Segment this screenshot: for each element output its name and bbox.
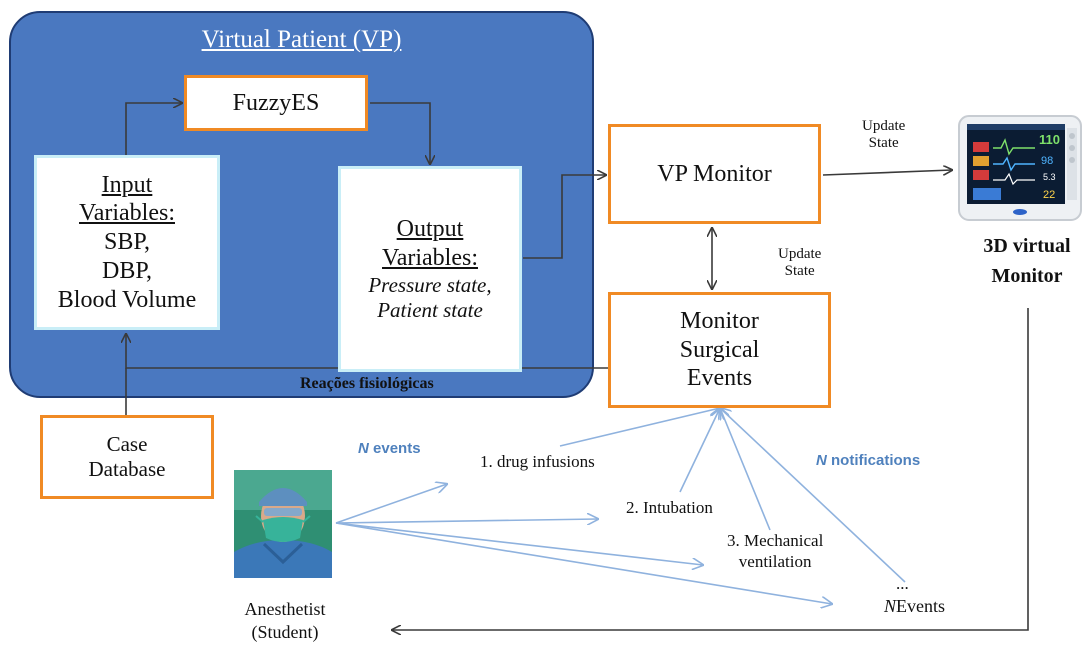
event-n-events-text: Events bbox=[896, 596, 946, 616]
3d-virtual-monitor-label: 3D virtual Monitor bbox=[968, 231, 1086, 291]
update-state-top-line-2: State bbox=[868, 135, 899, 152]
arrow-vp-monitor-to-3d-monitor bbox=[822, 170, 952, 176]
output-variables-title-1: Output bbox=[396, 216, 464, 243]
event-mechanical-line-1: 3. Mechanical bbox=[727, 531, 824, 550]
input-variables-title-2: Variables: bbox=[79, 200, 175, 227]
update-state-mid-line-1: Update bbox=[778, 246, 822, 262]
monitor-surgical-events-box: Monitor Surgical Events bbox=[608, 292, 831, 408]
input-variable-blood-volume: Blood Volume bbox=[57, 286, 197, 313]
arrow-student-to-drug-infusions bbox=[335, 484, 447, 524]
n-notifications-label: N notifications bbox=[816, 452, 920, 469]
student-line-2: (Student) bbox=[251, 622, 319, 643]
event-n-events: NEvents bbox=[884, 596, 945, 617]
monitor-events-line-1: Monitor bbox=[680, 307, 759, 334]
svg-text:110: 110 bbox=[1039, 132, 1060, 147]
n-notifications-n: N bbox=[816, 452, 827, 469]
arrow-student-to-intubation bbox=[335, 519, 598, 523]
update-state-top-label: Update State bbox=[862, 118, 905, 153]
input-variables-box: Input Variables: SBP, DBP, Blood Volume bbox=[34, 155, 220, 330]
case-database-line-1: Case bbox=[106, 431, 148, 456]
n-events-text: events bbox=[368, 440, 421, 457]
output-variables-box: Output Variables: Pressure state, Patien… bbox=[338, 166, 522, 372]
output-variable-patient-state: Patient state bbox=[377, 297, 483, 322]
fuzzy-es-label: FuzzyES bbox=[232, 89, 320, 116]
monitor-events-line-3: Events bbox=[686, 365, 753, 392]
vp-monitor-box: VP Monitor bbox=[608, 124, 821, 224]
event-ellipsis: ... bbox=[896, 574, 909, 593]
fuzzy-es-box: FuzzyES bbox=[184, 75, 368, 131]
update-state-top-line-1: Update bbox=[862, 118, 906, 134]
monitor-events-line-2: Surgical bbox=[679, 336, 760, 363]
update-state-mid-line-2: State bbox=[784, 263, 815, 280]
reacoes-fisiologicas-label: Reações fisiológicas bbox=[300, 375, 434, 392]
svg-text:5.3: 5.3 bbox=[1043, 172, 1056, 182]
arrow-input-to-fuzzy bbox=[125, 103, 182, 155]
event-mechanical-ventilation: 3. Mechanical ventilation bbox=[727, 530, 823, 573]
case-database-box: Case Database bbox=[40, 415, 214, 499]
input-variable-sbp: SBP, bbox=[103, 229, 151, 256]
arrow-student-to-mechanical-ventilation bbox=[335, 522, 703, 565]
3d-monitor-line-1: 3D virtual bbox=[983, 235, 1071, 257]
event-mechanical-line-2: ventilation bbox=[738, 552, 812, 572]
n-events-label: N events bbox=[358, 440, 421, 457]
output-variables-title-2: Variables: bbox=[382, 244, 478, 271]
output-variable-pressure-state: Pressure state, bbox=[368, 272, 492, 297]
student-line-1: Anesthetist bbox=[244, 599, 326, 619]
arrow-output-to-vp-monitor bbox=[523, 175, 606, 259]
svg-text:98: 98 bbox=[1041, 155, 1053, 167]
patient-monitor-icon: 110 98 5.3 22 bbox=[958, 115, 1082, 221]
event-intubation: 2. Intubation bbox=[626, 498, 713, 517]
n-notifications-text: notifications bbox=[826, 452, 921, 469]
arrow-fuzzy-to-output bbox=[370, 102, 430, 164]
arrow-drug-infusions-to-monitor bbox=[559, 408, 720, 447]
arrow-monitor-to-student bbox=[392, 308, 1029, 630]
3d-monitor-line-2: Monitor bbox=[991, 265, 1063, 287]
vp-title: Virtual Patient (VP) bbox=[201, 26, 402, 53]
case-database-line-2: Database bbox=[88, 457, 166, 481]
input-variable-dbp: DBP, bbox=[101, 257, 153, 284]
input-variables-title-1: Input bbox=[101, 171, 153, 198]
update-state-mid-label: Update State bbox=[778, 246, 821, 281]
anesthetist-avatar-icon bbox=[234, 470, 332, 578]
anesthetist-student-label: Anesthetist (Student) bbox=[226, 598, 344, 645]
svg-text:22: 22 bbox=[1043, 189, 1055, 201]
arrow-ventilation-to-monitor bbox=[720, 408, 771, 531]
vp-monitor-label: VP Monitor bbox=[657, 160, 772, 187]
event-drug-infusions: 1. drug infusions bbox=[480, 452, 595, 471]
arrow-n-events-to-monitor bbox=[720, 408, 906, 583]
n-events-n: N bbox=[358, 440, 369, 457]
event-n-events-n: N bbox=[884, 596, 897, 616]
arrow-intubation-to-monitor bbox=[679, 408, 720, 493]
arrow-student-to-n-events bbox=[335, 522, 832, 604]
